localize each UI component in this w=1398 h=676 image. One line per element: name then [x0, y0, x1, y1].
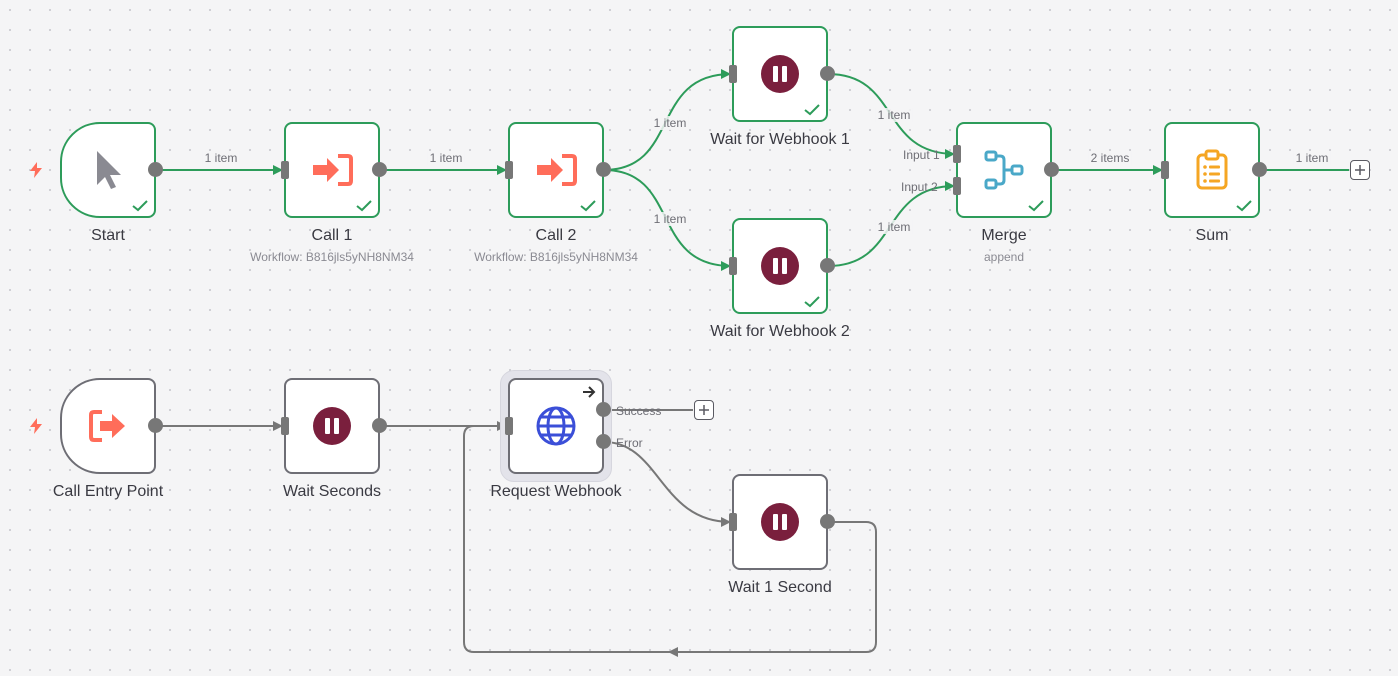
plus-icon: [699, 405, 709, 415]
arrowhead: [497, 165, 507, 175]
arrowhead: [1153, 165, 1163, 175]
pause-icon: [760, 502, 800, 542]
execute-workflow-icon: [535, 153, 577, 187]
output-handle[interactable]: [1252, 162, 1267, 177]
input-handle[interactable]: [729, 513, 737, 531]
node-label-call-1: Call 1: [311, 227, 353, 244]
exit-arrow-icon: [88, 409, 128, 443]
checkmark-icon: [356, 200, 372, 212]
checkmark-icon: [580, 200, 596, 212]
edge-label-merge-sum: 2 items: [1088, 151, 1132, 165]
checkmark-icon: [132, 200, 148, 212]
plus-icon: [1355, 165, 1365, 175]
port-label-error: Error: [616, 436, 643, 450]
output-handle[interactable]: [148, 418, 163, 433]
input-handle[interactable]: [729, 65, 737, 83]
port-label-input-1: Input 1: [903, 148, 940, 162]
node-subtitle-merge: append: [983, 250, 1025, 264]
output-handle[interactable]: [820, 66, 835, 81]
node-subtitle-call-1: Workflow: B816jls5yNH8NM34: [250, 250, 414, 264]
pause-icon: [312, 406, 352, 446]
node-label-request-webhook: Request Webhook: [490, 483, 622, 500]
arrowhead: [945, 149, 955, 159]
arrow-right-icon[interactable]: [582, 385, 596, 399]
input-handle[interactable]: [1161, 161, 1169, 179]
port-label-input-2: Input 2: [901, 180, 938, 194]
pause-icon: [760, 54, 800, 94]
output-handle[interactable]: [1044, 162, 1059, 177]
arrowhead: [945, 181, 955, 191]
globe-icon: [535, 405, 577, 447]
output-handle[interactable]: [372, 418, 387, 433]
execute-workflow-icon: [311, 153, 353, 187]
checkmark-icon: [804, 104, 820, 116]
add-node-button[interactable]: [694, 400, 714, 420]
input-handle-1[interactable]: [953, 145, 961, 163]
node-label-wait-seconds: Wait Seconds: [282, 483, 382, 500]
input-handle-2[interactable]: [953, 177, 961, 195]
node-label-start: Start: [91, 227, 125, 244]
node-call-1[interactable]: [284, 122, 380, 218]
arrowhead: [721, 261, 731, 271]
connection-error-wait1s[interactable]: [603, 441, 732, 523]
lightning-bolt-icon: [28, 417, 44, 435]
node-wait-for-webhook-2[interactable]: [732, 218, 828, 314]
arrowhead: [273, 421, 283, 431]
add-node-button[interactable]: [1350, 160, 1370, 180]
node-wait-1-second[interactable]: [732, 474, 828, 570]
arrowhead: [721, 69, 731, 79]
edge-label-wait2-merge: 1 item: [875, 220, 913, 234]
node-merge[interactable]: [956, 122, 1052, 218]
cursor-icon: [91, 149, 125, 191]
output-handle[interactable]: [820, 258, 835, 273]
edge-label-wait1-merge: 1 item: [875, 108, 913, 122]
arrowhead: [668, 647, 678, 657]
lightning-bolt-icon: [28, 161, 44, 179]
output-handle[interactable]: [596, 162, 611, 177]
input-handle[interactable]: [505, 161, 513, 179]
node-label-sum: Sum: [1195, 227, 1229, 244]
node-start[interactable]: [60, 122, 156, 218]
node-label-merge: Merge: [981, 227, 1027, 244]
node-label-wait-for-webhook-1: Wait for Webhook 1: [710, 131, 850, 148]
edge-label-sum-out: 1 item: [1293, 151, 1331, 165]
port-label-success: Success: [616, 404, 662, 418]
node-label-wait-1-second: Wait 1 Second: [728, 579, 832, 596]
node-call-2[interactable]: [508, 122, 604, 218]
clipboard-icon: [1195, 149, 1229, 191]
output-handle[interactable]: [372, 162, 387, 177]
output-handle[interactable]: [820, 514, 835, 529]
input-handle[interactable]: [281, 161, 289, 179]
node-wait-seconds[interactable]: [284, 378, 380, 474]
node-label-wait-for-webhook-2: Wait for Webhook 2: [710, 323, 850, 340]
edge-label-call1-call2: 1 item: [427, 151, 465, 165]
input-handle[interactable]: [505, 417, 513, 435]
arrowhead: [273, 165, 283, 175]
checkmark-icon: [1236, 200, 1252, 212]
pause-icon: [760, 246, 800, 286]
node-label-call-2: Call 2: [535, 227, 577, 244]
arrowhead: [721, 517, 731, 527]
node-request-webhook[interactable]: [508, 378, 604, 474]
input-handle[interactable]: [281, 417, 289, 435]
input-handle[interactable]: [729, 257, 737, 275]
checkmark-icon: [804, 296, 820, 308]
node-wait-for-webhook-1[interactable]: [732, 26, 828, 122]
node-subtitle-call-2: Workflow: B816jls5yNH8NM34: [474, 250, 638, 264]
output-handle-error[interactable]: [596, 434, 611, 449]
edge-label-call2-wait2: 1 item: [651, 212, 689, 226]
node-label-call-entry-point: Call Entry Point: [52, 483, 164, 500]
output-handle[interactable]: [148, 162, 163, 177]
checkmark-icon: [1028, 200, 1044, 212]
node-call-entry-point[interactable]: [60, 378, 156, 474]
output-handle-success[interactable]: [596, 402, 611, 417]
merge-icon: [983, 149, 1025, 191]
node-sum[interactable]: [1164, 122, 1260, 218]
edge-label-call2-wait1: 1 item: [651, 116, 689, 130]
edge-label-start-call1: 1 item: [202, 151, 240, 165]
